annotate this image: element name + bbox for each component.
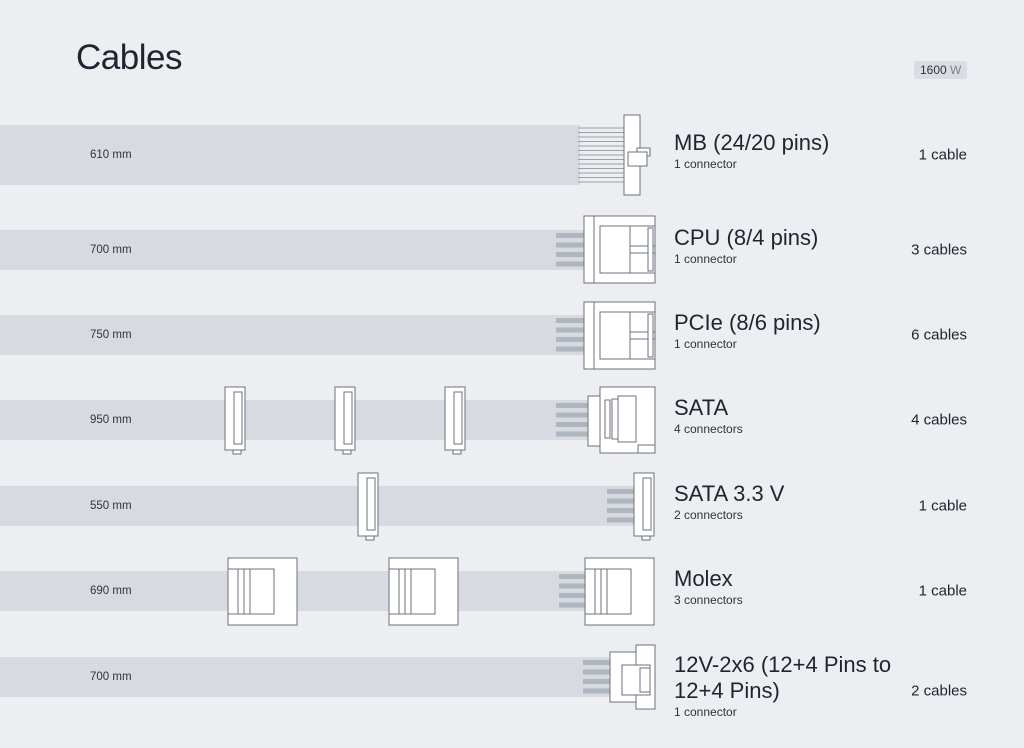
cable-band (0, 486, 634, 526)
cable-band (0, 125, 580, 185)
connector-count: 1 connector (674, 252, 737, 266)
cable-name: Molex (674, 566, 733, 591)
cable-band (0, 230, 584, 270)
connector-count: 1 connector (674, 337, 737, 351)
wire-stub (607, 517, 635, 523)
wattage-badge: 1600 W (914, 61, 968, 79)
wire-stub (607, 489, 635, 494)
wire-stub (556, 431, 588, 437)
cable-length-12v: 700 mm (90, 671, 132, 683)
wire-stub (556, 242, 584, 248)
cable-name: PCIe (8/6 pins) (674, 310, 821, 335)
wire-stub (556, 422, 588, 427)
connector-count: 2 connectors (674, 508, 743, 522)
cable-quantity: 1 cable (918, 497, 967, 515)
cable-length-pcie: 750 mm (90, 329, 132, 341)
wire-stub (559, 593, 586, 598)
wire-stub (556, 337, 584, 342)
cable-name: 12V-2x6 (12+4 Pins to 12+4 Pins) (674, 652, 892, 703)
wire-stub (559, 602, 586, 608)
wattage-value: 1600 (920, 63, 947, 77)
cable-band (0, 315, 584, 355)
wattage-unit: W (950, 63, 962, 77)
cable-quantity: 6 cables (911, 326, 967, 344)
cable-length-sata33: 550 mm (90, 500, 132, 512)
page-title: Cables (76, 38, 182, 77)
connector-count: 4 connectors (674, 422, 743, 436)
connector-count: 3 connectors (674, 593, 743, 607)
wire-stub (559, 574, 586, 579)
wire-stub (583, 669, 610, 675)
cable-name: SATA (674, 395, 729, 420)
wire-stub (583, 688, 610, 694)
cable-quantity: 1 cable (918, 582, 967, 600)
cable-cpu: CPU (8/4 pins) 1 connector (674, 225, 894, 267)
wire-stub (556, 346, 584, 352)
cable-molex: Molex 3 connectors (674, 566, 894, 608)
wire-stub (583, 679, 610, 684)
cable-length-cpu: 700 mm (90, 244, 132, 256)
connector-count: 1 connector (674, 705, 737, 719)
cable-sata33: SATA 3.3 V 2 connectors (674, 481, 894, 523)
cable-band (0, 657, 610, 697)
cable-quantity: 1 cable (918, 146, 967, 164)
cable-name: CPU (8/4 pins) (674, 225, 819, 250)
wire-stub (607, 498, 635, 504)
wire-stub (607, 508, 635, 513)
cable-quantity: 2 cables (911, 682, 967, 700)
wire-stub (556, 252, 584, 257)
wire-stub (556, 261, 584, 267)
cable-length-mb: 610 mm (90, 149, 132, 161)
cable-name: MB (24/20 pins) (674, 130, 830, 155)
wire-stub (556, 403, 588, 408)
connector-count: 1 connector (674, 157, 737, 171)
wire-stub (556, 412, 588, 418)
wire-stub (556, 327, 584, 333)
wire-stub (556, 233, 584, 238)
cable-name: SATA 3.3 V (674, 481, 785, 506)
cable-length-molex: 690 mm (90, 585, 132, 597)
wire-stub (556, 318, 584, 323)
cable-12v: 12V-2x6 (12+4 Pins to 12+4 Pins) 1 connec… (674, 652, 894, 720)
cable-mb: MB (24/20 pins) 1 connector (674, 130, 894, 172)
cable-band (0, 400, 600, 440)
cable-sata: SATA 4 connectors (674, 395, 894, 437)
wire-stub (583, 660, 610, 665)
cable-pcie: PCIe (8/6 pins) 1 connector (674, 310, 894, 352)
cable-length-sata: 950 mm (90, 414, 132, 426)
cable-quantity: 4 cables (911, 411, 967, 429)
wire-stub (559, 583, 586, 589)
cable-quantity: 3 cables (911, 241, 967, 259)
